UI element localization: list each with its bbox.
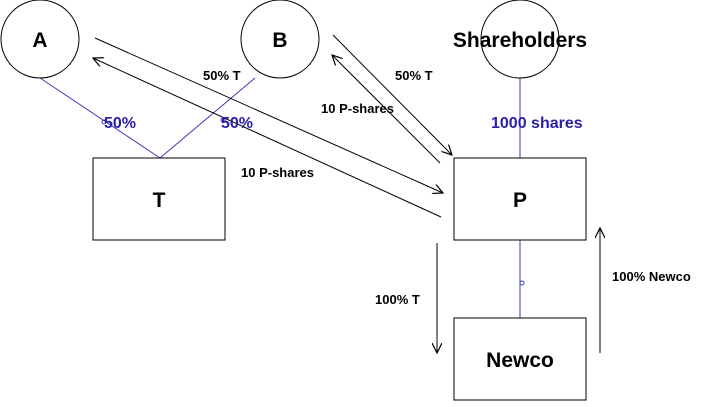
- node-t-label: T: [153, 189, 166, 212]
- connector-dot: [519, 280, 525, 286]
- connector-dot: [101, 119, 107, 125]
- label-shareholders-p: 1000 shares: [491, 115, 583, 132]
- label-p-to-a: 10 P-shares: [241, 165, 314, 180]
- ownership-line-b-t: [159, 77, 256, 159]
- label-newco-to-p: 100% Newco: [612, 269, 691, 284]
- node-newco-label: Newco: [486, 349, 554, 372]
- arrow-b-to-p: [332, 34, 452, 155]
- arrow-p-to-b: [332, 55, 441, 164]
- node-t: T: [92, 157, 226, 241]
- node-shareholders-label: Shareholders: [453, 29, 587, 52]
- node-a-label: A: [32, 29, 47, 52]
- node-b-label: B: [272, 29, 287, 52]
- arrow-p-to-a: [93, 58, 442, 218]
- node-shareholders: Shareholders: [453, 0, 587, 79]
- node-newco: Newco: [453, 317, 587, 401]
- label-p-to-b: 10 P-shares: [321, 101, 394, 116]
- label-a-t-pct: 50%: [104, 115, 136, 132]
- label-a-to-p: 50% T: [203, 68, 241, 83]
- arrow-a-to-p: [94, 37, 443, 193]
- node-a: A: [0, 0, 80, 79]
- node-b: B: [240, 0, 320, 79]
- label-b-to-p: 50% T: [395, 68, 433, 83]
- connector-dot: [220, 117, 226, 123]
- node-p-label: P: [513, 189, 527, 212]
- label-p-to-newco: 100% T: [375, 292, 420, 307]
- label-b-t-pct: 50%: [221, 115, 253, 132]
- node-p: P: [453, 157, 587, 241]
- ownership-line-a-t: [39, 77, 161, 159]
